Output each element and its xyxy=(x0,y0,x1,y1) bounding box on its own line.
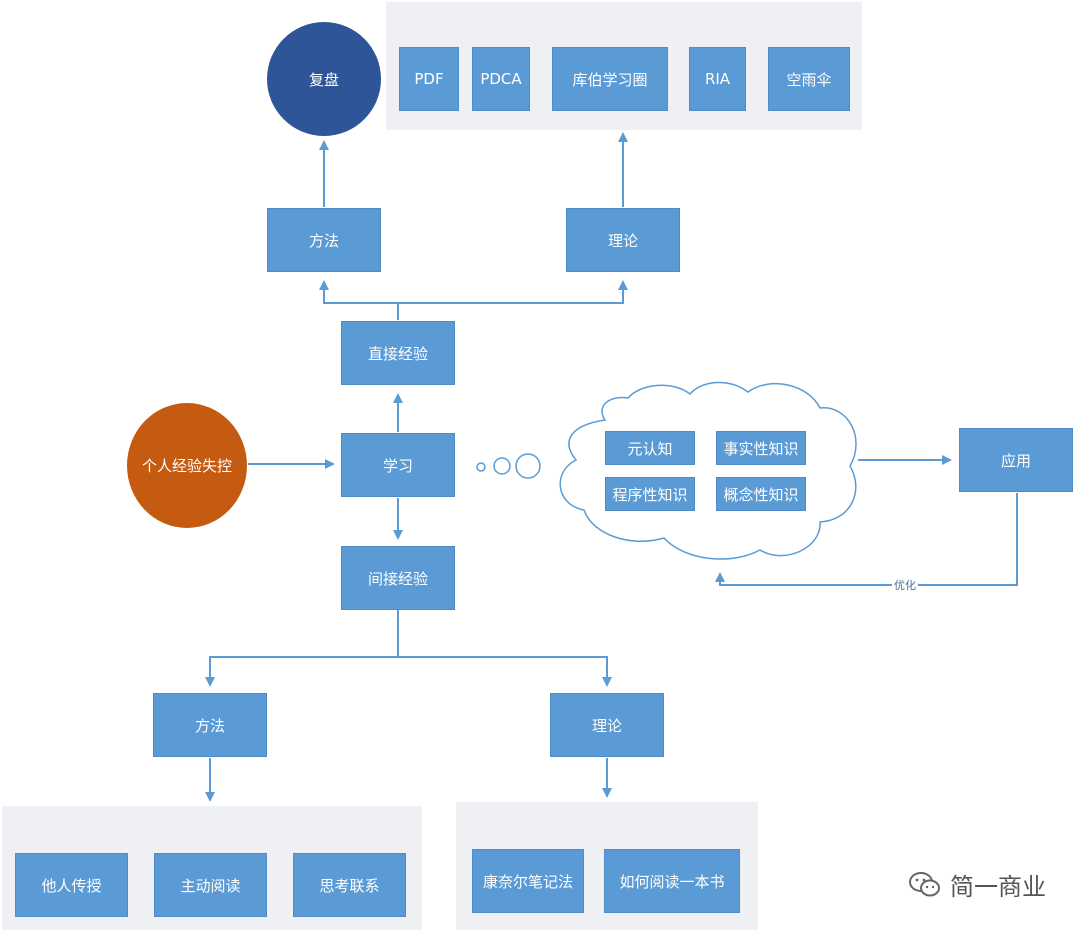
watermark: 简一商业 xyxy=(908,867,1046,902)
theory-item: 库伯学习圈 xyxy=(552,47,668,111)
personal-experience-loss-node: 个人经验失控 xyxy=(127,403,247,528)
theory-item: PDCA xyxy=(472,47,530,111)
application-node: 应用 xyxy=(959,428,1073,492)
method-item: 主动阅读 xyxy=(154,853,267,917)
arrow-direct-to-method xyxy=(319,280,399,320)
theory-top-node: 理论 xyxy=(566,208,680,272)
review-node: 复盘 xyxy=(267,22,381,136)
watermark-text: 简一商业 xyxy=(950,873,1046,901)
knowledge-item: 概念性知识 xyxy=(716,477,806,511)
theory-bottom-item: 如何阅读一本书 xyxy=(604,849,740,913)
optimize-label: 优化 xyxy=(892,577,918,593)
arrow-indirect-to-method xyxy=(205,610,399,687)
learning-node: 学习 xyxy=(341,433,455,497)
method-top-node: 方法 xyxy=(267,208,381,272)
thought-bubble-large xyxy=(515,453,541,479)
method-item: 思考联系 xyxy=(293,853,406,917)
indirect-experience-node: 间接经验 xyxy=(341,546,455,610)
direct-experience-node: 直接经验 xyxy=(341,321,455,385)
thought-bubble-medium xyxy=(493,457,511,475)
arrow-direct-to-theory xyxy=(398,280,628,304)
arrow-indirect-to-theory xyxy=(398,656,612,687)
wechat-icon xyxy=(909,871,940,896)
method-bottom-node: 方法 xyxy=(153,693,267,757)
theory-bottom-node: 理论 xyxy=(550,693,664,757)
knowledge-item: 程序性知识 xyxy=(605,477,695,511)
theory-item: PDF xyxy=(399,47,459,111)
arrow-application-to-cloud xyxy=(715,493,1018,586)
knowledge-cloud xyxy=(559,381,857,560)
knowledge-item: 事实性知识 xyxy=(716,431,806,465)
knowledge-item: 元认知 xyxy=(605,431,695,465)
method-item: 他人传授 xyxy=(15,853,128,917)
theory-item: RIA xyxy=(689,47,746,111)
theory-bottom-item: 康奈尔笔记法 xyxy=(472,849,584,913)
theory-item: 空雨伞 xyxy=(768,47,850,111)
thought-bubble-small xyxy=(476,462,486,472)
